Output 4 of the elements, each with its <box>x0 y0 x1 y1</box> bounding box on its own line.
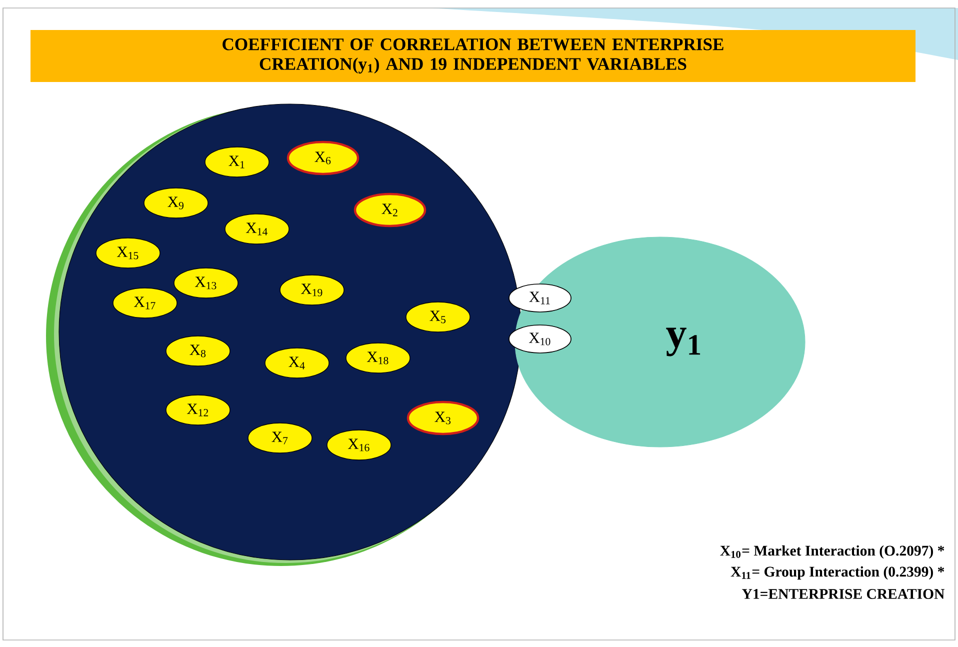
note-text: Y1=ENTERPRISE CREATION <box>742 589 944 599</box>
note-text: X$_{11}$= Group Interaction (0.2399) * <box>730 566 944 580</box>
note-text: X$_{10}$= Market Interaction (O.2097) * <box>720 545 944 559</box>
title-banner: COEFFICIENT OF CORRELATION BETWEEN ENTERPRISE CREATION(y$_{1}$) AND 19 INDEPENDENT VARIABLES <box>30 30 916 82</box>
